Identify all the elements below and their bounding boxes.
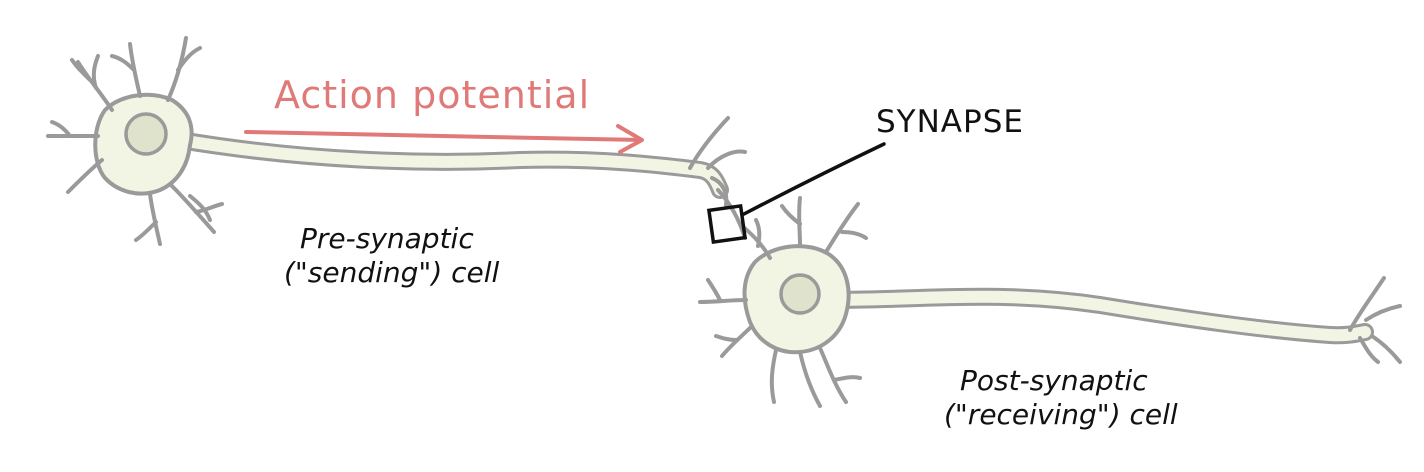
presynaptic-dendrite [148, 192, 162, 246]
postsynaptic-cell-label: Post-synaptic ("receiving") cell [944, 364, 1178, 431]
postsynaptic-dendrite [780, 204, 802, 226]
presynaptic-dendrite [188, 194, 212, 222]
synapse-leader-line [742, 142, 886, 216]
postsynaptic-neuron [698, 196, 1402, 408]
postsynaptic-dendrite [706, 278, 722, 302]
postsynaptic-dendrite [824, 202, 860, 254]
postsynaptic-dendrite [832, 375, 862, 382]
postsynaptic-dendrite [754, 218, 762, 248]
action-potential-arrow-head [616, 124, 644, 154]
action-potential-arrow [244, 124, 644, 154]
presynaptic-dendrite [70, 58, 92, 82]
presynaptic-dendrite [50, 120, 72, 138]
postsynaptic-axon-fill [829, 290, 1371, 342]
presynaptic-dendrite [194, 202, 224, 214]
presynaptic-nucleus [124, 112, 168, 156]
synapse-box [706, 203, 748, 245]
postsynaptic-terminal-branch [1364, 304, 1402, 322]
presynaptic-dendrite [91, 54, 100, 90]
presynaptic-terminal-branch [706, 149, 747, 170]
presynaptic-label-line1: Pre-synaptic [300, 222, 474, 255]
postsynaptic-dendrite [740, 224, 772, 260]
postsynaptic-terminal-branch [1348, 276, 1386, 332]
postsynaptic-dendrite [769, 348, 778, 404]
presynaptic-dendrite [66, 158, 104, 194]
postsynaptic-terminal-branch [1358, 336, 1380, 364]
postsynaptic-nucleus [779, 273, 821, 315]
postsynaptic-dendrite [798, 350, 822, 408]
presynaptic-axon-fill [174, 134, 726, 196]
presynaptic-cell-label: Pre-synaptic ("sending") cell [284, 222, 500, 289]
presynaptic-label-line2: ("sending") cell [284, 256, 500, 289]
postsynaptic-dendrite [714, 334, 738, 342]
synapse-label: SYNAPSE [876, 104, 1024, 140]
action-potential-label: Action potential [274, 73, 590, 117]
presynaptic-dendrite [110, 54, 136, 72]
postsynaptic-dendrite [840, 230, 868, 240]
presynaptic-neuron [46, 36, 747, 246]
postsynaptic-dendrite [818, 346, 848, 404]
presynaptic-dendrite [134, 220, 158, 242]
postsynaptic-terminal-branch [1370, 334, 1402, 364]
postsynaptic-label-line1: Post-synaptic [960, 364, 1148, 397]
presynaptic-terminal-branch [688, 116, 730, 170]
presynaptic-dendrite [176, 46, 202, 72]
synapse-callout [706, 142, 886, 245]
action-potential-arrow-shaft [244, 130, 642, 142]
postsynaptic-label-line2: ("receiving") cell [944, 398, 1178, 431]
presynaptic-dendrite [170, 184, 216, 234]
postsynaptic-dendrite [698, 298, 748, 304]
